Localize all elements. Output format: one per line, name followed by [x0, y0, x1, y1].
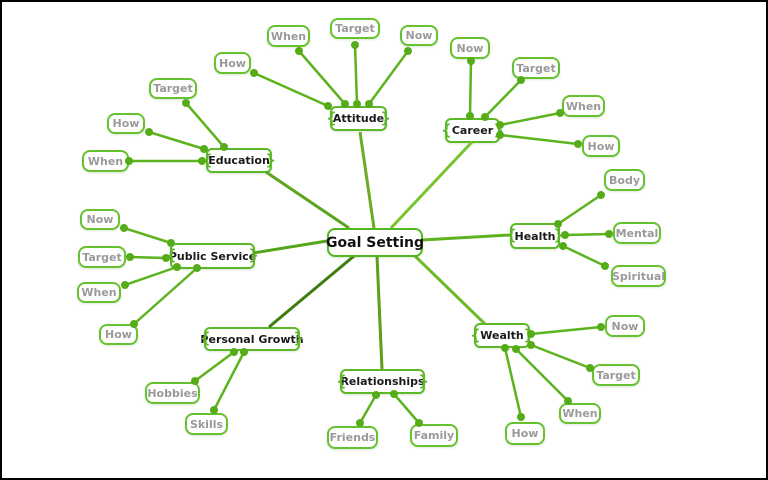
leaf-node-public-service-how[interactable]: How [99, 324, 138, 345]
leaf-node-relationships-friends[interactable]: Friends [327, 426, 378, 449]
leaf-node-public-service-target[interactable]: Target [78, 246, 126, 268]
branch-node-personal-growth[interactable]: Personal Growth [200, 327, 304, 351]
leaf-node-personal-growth-skills[interactable]: Skills [185, 413, 228, 435]
leaf-node-personal-growth-hobbies[interactable]: Hobbies [145, 382, 200, 404]
leaf-node-relationships-family[interactable]: Family [410, 424, 458, 447]
leaf-node-attitude-how[interactable]: How [214, 52, 251, 74]
leaf-node-wealth-when[interactable]: When [559, 403, 601, 424]
leaf-node-public-service-when[interactable]: When [77, 282, 121, 303]
center-node-goal-setting[interactable]: Goal Setting [326, 228, 424, 257]
leaf-node-education-when[interactable]: When [82, 150, 129, 172]
leaf-node-health-spiritual[interactable]: Spiritual [611, 265, 666, 287]
leaf-node-education-how[interactable]: How [107, 113, 145, 134]
leaf-node-wealth-now[interactable]: Now [605, 315, 645, 337]
leaf-node-attitude-when[interactable]: When [267, 25, 310, 47]
leaf-node-wealth-how[interactable]: How [505, 422, 545, 445]
branch-node-attitude[interactable]: Attitude [330, 106, 387, 131]
leaf-node-health-body[interactable]: Body [604, 169, 645, 191]
branch-node-education[interactable]: Education [206, 148, 272, 173]
leaf-node-attitude-now[interactable]: Now [400, 25, 438, 46]
branch-node-wealth[interactable]: Wealth [474, 323, 530, 348]
leaf-node-career-how[interactable]: How [582, 135, 620, 157]
leaf-node-public-service-now[interactable]: Now [80, 209, 120, 230]
leaf-node-career-when[interactable]: When [562, 95, 605, 117]
leaf-node-health-mental[interactable]: Mental [613, 222, 661, 244]
leaf-node-attitude-target[interactable]: Target [330, 18, 380, 39]
branch-node-relationships[interactable]: Relationships [340, 369, 425, 394]
branch-node-health[interactable]: Health [510, 223, 560, 249]
leaf-node-career-target[interactable]: Target [512, 57, 560, 79]
branch-node-career[interactable]: Career [445, 118, 500, 143]
leaf-node-education-target[interactable]: Target [149, 78, 197, 99]
leaf-node-wealth-target[interactable]: Target [592, 364, 640, 386]
leaf-node-career-now[interactable]: Now [450, 37, 490, 59]
branch-node-public-service[interactable]: Public Service [169, 243, 256, 269]
